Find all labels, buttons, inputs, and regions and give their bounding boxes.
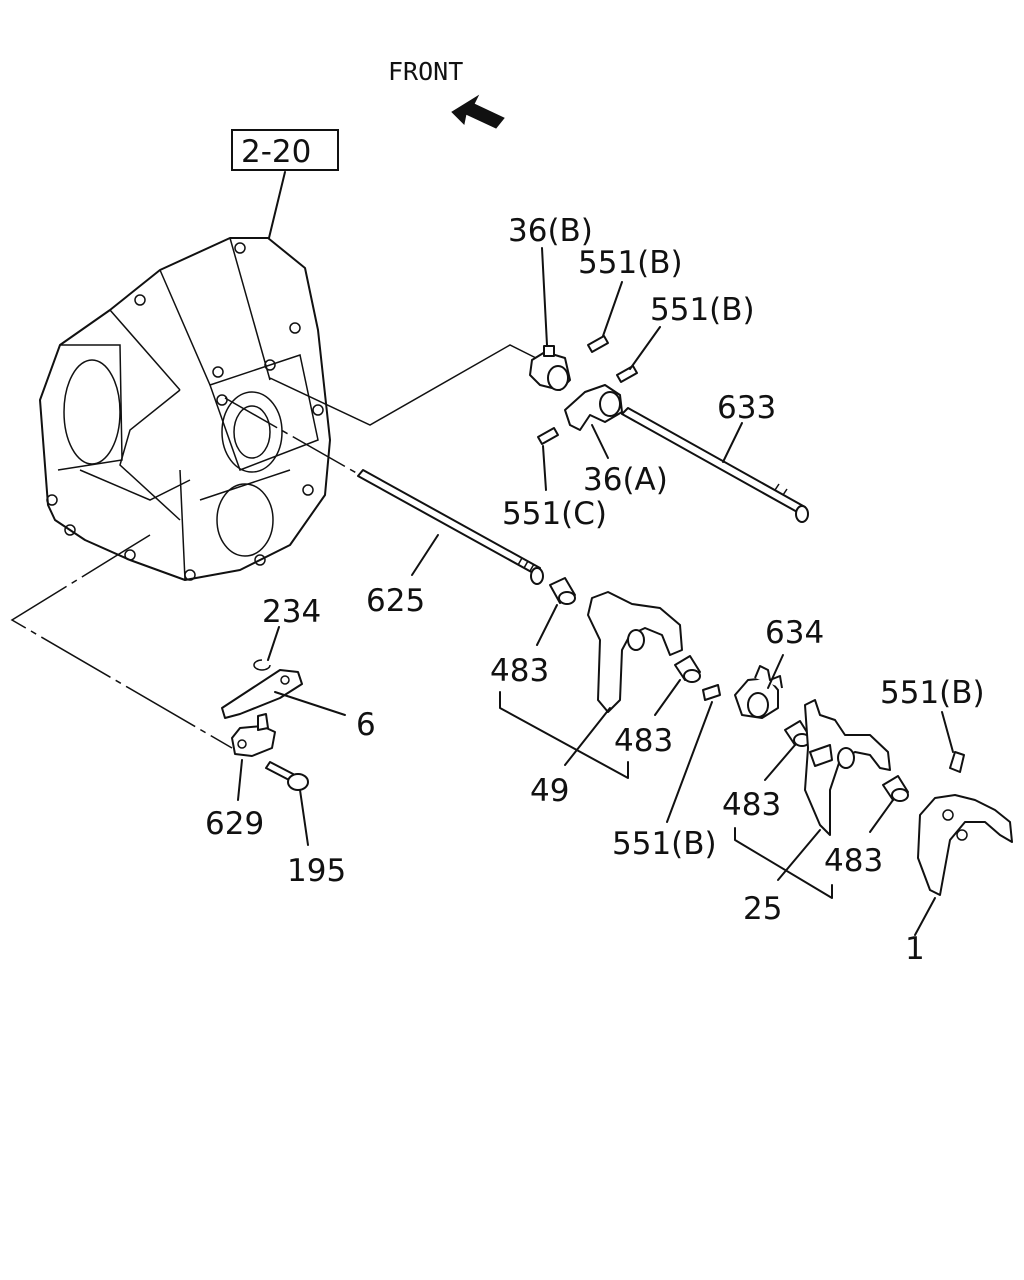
bracket-629: [231, 713, 276, 757]
pin-551b-a: [587, 335, 609, 353]
assembly-line-upper: [269, 344, 541, 426]
leader-36a: [591, 424, 609, 459]
callout-1[interactable]: 1: [905, 931, 925, 967]
pin-551b-b: [616, 365, 638, 383]
callout-36b[interactable]: 36(B): [508, 213, 593, 249]
leader-1: [914, 897, 936, 936]
callout-551b-2[interactable]: 551(B): [650, 292, 755, 328]
callout-551b-1[interactable]: 551(B): [578, 245, 683, 281]
callout-195[interactable]: 195: [287, 853, 346, 889]
bushing-483-c: [784, 720, 811, 747]
assembly-line-shaft: [224, 397, 361, 476]
callout-483-2[interactable]: 483: [614, 723, 673, 759]
leader-634: [767, 654, 784, 689]
bracket-49: [499, 691, 629, 779]
shift-fork-25: [804, 699, 891, 836]
callout-551b-4[interactable]: 551(B): [612, 826, 717, 862]
leader-633: [722, 422, 743, 463]
callout-234[interactable]: 234: [262, 594, 321, 630]
leader-625: [411, 534, 439, 576]
leader-483-1: [536, 604, 558, 646]
leader-551b-3: [941, 711, 954, 753]
callout-483-1[interactable]: 483: [490, 653, 549, 689]
callout-551c[interactable]: 551(C): [502, 496, 607, 532]
shift-fork-1: [917, 794, 1013, 896]
callout-629[interactable]: 629: [205, 806, 264, 842]
leader-483-3: [764, 744, 796, 781]
leader-49: [564, 707, 611, 766]
clutch-housing: [39, 237, 331, 581]
callout-633[interactable]: 633: [717, 390, 776, 426]
callout-25[interactable]: 25: [743, 891, 782, 927]
pin-551b-c: [702, 684, 721, 701]
leader-195: [299, 789, 309, 846]
leader-483-4: [869, 799, 894, 833]
ref-box-frame: [231, 129, 339, 171]
snap-ring-234: [253, 659, 271, 671]
shift-block-36b: [529, 345, 571, 391]
bracket-25: [734, 827, 833, 899]
shift-fork-49: [587, 591, 683, 713]
plate-6: [221, 669, 303, 719]
front-label: FRONT: [388, 57, 463, 86]
front-arrow-icon: [451, 94, 505, 129]
leader-551b-2: [629, 326, 661, 370]
leader-551c: [542, 445, 547, 491]
leader-6: [274, 691, 346, 716]
bushing-483-a: [549, 577, 576, 605]
callout-625[interactable]: 625: [366, 583, 425, 619]
leader-551b-4: [666, 701, 713, 823]
bushing-483-b: [674, 655, 701, 683]
bushing-483-d: [882, 775, 909, 802]
leader-629: [237, 759, 243, 801]
callout-483-4[interactable]: 483: [824, 843, 883, 879]
bolt-195: [265, 761, 309, 791]
shift-block-36a: [564, 384, 623, 431]
leader-551b-1: [602, 281, 623, 337]
callout-551b-3[interactable]: 551(B): [880, 675, 985, 711]
callout-49[interactable]: 49: [530, 773, 569, 809]
callout-36a[interactable]: 36(A): [583, 462, 668, 498]
leader-36b: [541, 247, 548, 346]
ref-box-label[interactable]: 2-20: [241, 134, 311, 170]
leader-25: [777, 829, 821, 881]
shift-rod-633: [621, 407, 809, 523]
callout-634[interactable]: 634: [765, 615, 824, 651]
assembly-line-lower: [10, 534, 233, 749]
callout-6[interactable]: 6: [356, 707, 376, 743]
leader-483-2: [654, 679, 681, 716]
pin-551c: [537, 427, 559, 445]
callout-483-3[interactable]: 483: [722, 787, 781, 823]
pin-551b-d: [949, 751, 965, 773]
leader-234: [267, 626, 280, 661]
shift-rod-625: [357, 469, 544, 585]
ref-leader: [267, 171, 286, 243]
